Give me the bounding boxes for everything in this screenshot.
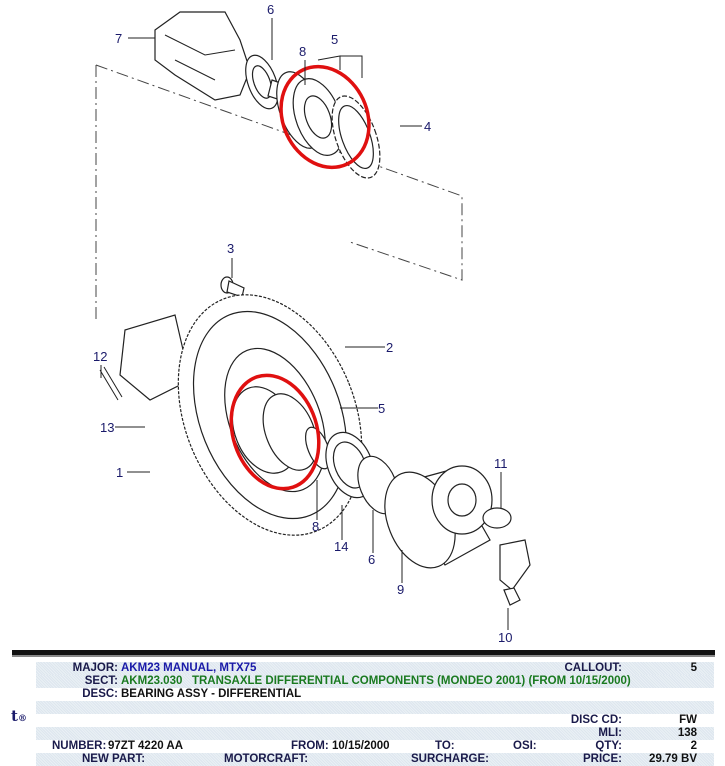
qty-value: 2 [690,740,697,752]
callout-1[interactable]: 1 [116,465,123,480]
callout-9[interactable]: 9 [397,582,404,597]
disc-cd-value: FW [679,714,697,726]
callout-label: CALLOUT: [564,662,623,674]
logo-letter: t [11,707,18,725]
assembly-guide-lines [95,64,463,320]
callout-8-lower[interactable]: 8 [312,519,319,534]
highlight-ring-bottom [229,373,321,491]
part-differential-case [99,294,399,536]
from-label: FROM: [291,740,329,752]
callout-12[interactable]: 12 [93,349,107,364]
row-mli [36,727,714,740]
qty-label: QTY: [595,740,622,752]
part-cv-joint [482,507,531,606]
motorcraft-label: MOTORCRAFT: [224,753,309,765]
callout-2[interactable]: 2 [386,340,393,355]
new-part-label: NEW PART: [82,753,146,765]
callout-6[interactable]: 6 [267,2,274,17]
callout-5-lower[interactable]: 5 [378,401,385,416]
row-newpart [36,753,714,766]
number-label: NUMBER: [52,740,107,752]
part-housing-9 [384,465,493,569]
mli-value: 138 [677,727,697,739]
sect-value: AKM23.030 TRANSAXLE DIFFERENTIAL COMPONE… [121,675,631,687]
row-blank [36,701,714,714]
callout-6-lower[interactable]: 6 [368,552,375,567]
major-value: AKM23 MANUAL, MTX75 [121,662,257,674]
parts-diagram: 7 6 8 5 4 3 2 12 5 13 1 8 14 6 9 11 10 [93,2,531,645]
brand-logo: t® [11,707,27,725]
part-info-panel: t® MAJOR: AKM23 MANUAL, MTX75 CALLOUT: 5… [0,645,725,766]
sect-label: SECT: [84,675,118,687]
desc-label: DESC: [82,688,118,700]
from-value: 10/15/2000 [332,740,390,752]
major-label: MAJOR: [72,662,118,674]
callout-value: 5 [690,662,697,674]
to-label: TO: [435,740,455,752]
callout-7[interactable]: 7 [115,31,122,46]
callout-labels: 7 6 8 5 4 3 2 12 5 13 1 8 14 6 9 11 10 [93,2,512,645]
part-bolt [220,276,245,298]
callout-4[interactable]: 4 [424,119,431,134]
callout-10[interactable]: 10 [498,630,512,645]
logo-mark: ® [17,714,27,724]
price-label: PRICE: [583,753,622,765]
callout-11[interactable]: 11 [494,456,508,471]
mli-label: MLI: [598,727,622,739]
number-value: 97ZT 4220 AA [108,740,183,752]
disc-cd-label: DISC CD: [570,714,622,726]
callout-8[interactable]: 8 [299,44,306,59]
row-sect [36,675,714,688]
osi-label: OSI: [513,740,537,752]
row-major [36,662,714,675]
callout-13[interactable]: 13 [100,420,114,435]
callout-3[interactable]: 3 [227,241,234,256]
price-value: 29.79 BV [649,753,697,765]
surcharge-label: SURCHARGE: [411,753,489,765]
desc-value: BEARING ASSY - DIFFERENTIAL [121,688,302,700]
callout-14[interactable]: 14 [334,539,348,554]
callout-5[interactable]: 5 [331,32,338,47]
highlight-ring-top [279,64,371,170]
divider-bar [12,650,715,657]
